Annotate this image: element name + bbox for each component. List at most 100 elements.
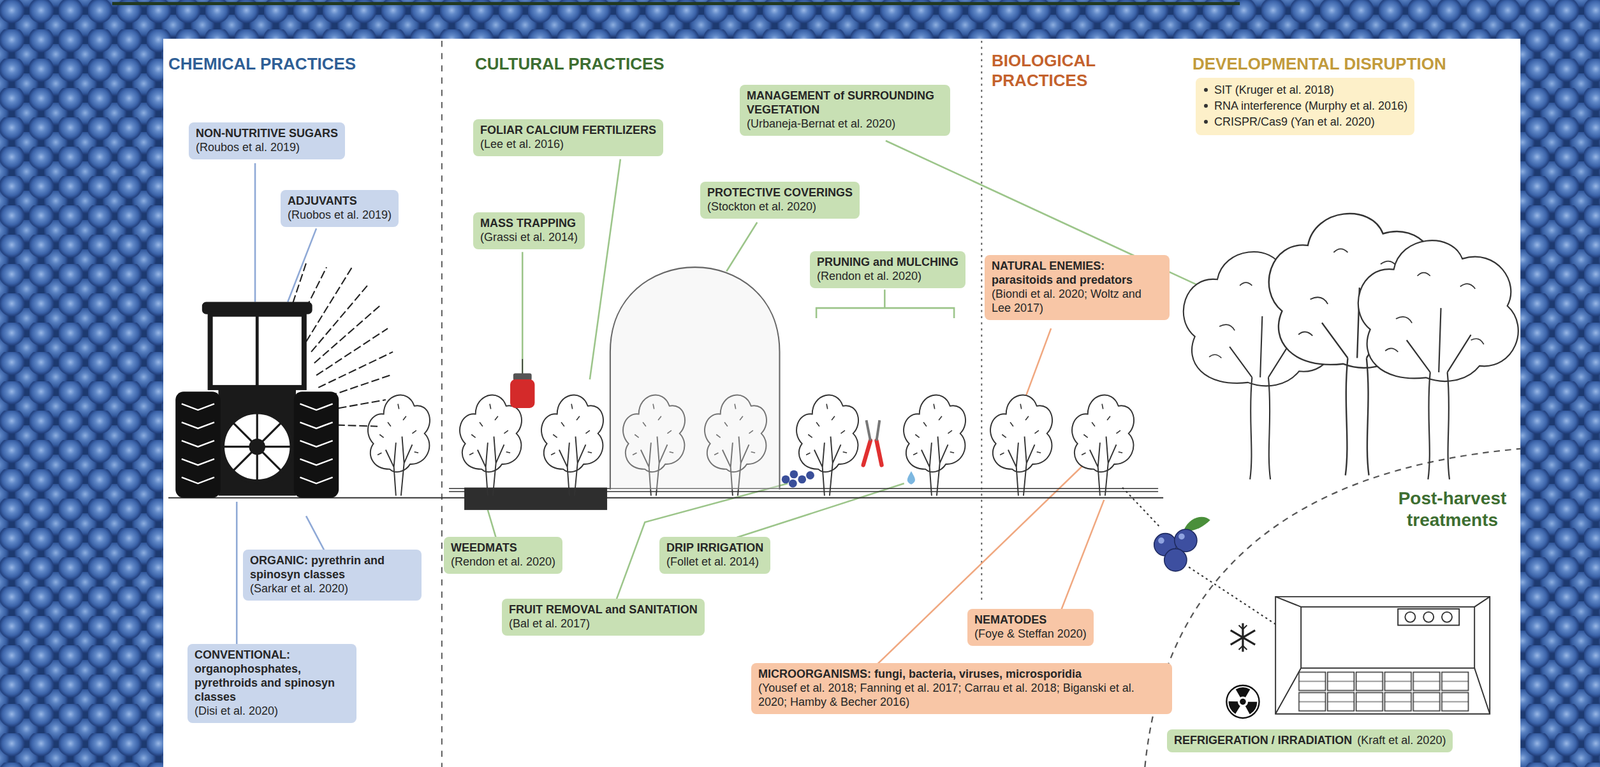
blueberry-bush (990, 395, 1053, 497)
practice-name: MICROORGANISMS: fungi, bacteria, viruses… (758, 667, 1166, 682)
fallen-berries (806, 471, 815, 480)
pruning-shears (863, 440, 882, 465)
sprayer-tractor (181, 403, 333, 484)
practice-name: MASS TRAPPING (480, 216, 578, 231)
list-row: RNA interference (Murphy et al. 2016) (1202, 98, 1408, 115)
cold-storage-room (1300, 607, 1475, 669)
blueberry-bush (1071, 395, 1134, 497)
section-heading: BIOLOGICAL PRACTICES (991, 51, 1120, 91)
citation: (Disi et al. 2020) (194, 704, 350, 719)
citation: (Lee et al. 2016) (480, 137, 657, 152)
bullet-dot (1203, 103, 1208, 108)
practice-name: ADJUVANTS (287, 194, 392, 209)
chemical-practice-box: CONVENTIONAL: organophosphates, pyrethro… (187, 644, 357, 724)
practice-name: REFRIGERATION / IRRADIATION (1174, 733, 1352, 747)
top-rule (112, 1, 1240, 6)
cultural-practice-box: PRUNING and MULCHING(Rendon et al. 2020) (809, 251, 966, 289)
cold-storage-room (1275, 596, 1490, 715)
practice-name: NEMATODES (974, 613, 1087, 628)
pruning-shears (863, 420, 882, 465)
cold-storage-room (1404, 612, 1416, 623)
snowflake-symbol (1230, 623, 1256, 652)
citation: (Foye & Steffan 2020) (974, 627, 1087, 642)
practice-name: MANAGEMENT of SURROUNDING VEGETATION (746, 89, 944, 118)
post-harvest-box: REFRIGERATION / IRRADIATION (Kraft et al.… (1166, 729, 1453, 753)
blueberry-icon (1158, 537, 1165, 544)
cultural-practice-box: MANAGEMENT of SURROUNDING VEGETATION(Urb… (739, 84, 951, 136)
blueberry-icon (1174, 529, 1197, 552)
cultural-practice-box: DRIP IRRIGATION(Follet et al. 2014) (659, 536, 771, 574)
radiation-symbol (1229, 688, 1257, 716)
method-entry: SIT (Kruger et al. 2018) (1214, 83, 1335, 97)
radiation-symbol (1239, 698, 1247, 706)
citation: (Sarkar et al. 2020) (249, 582, 415, 597)
leader-line (877, 328, 1104, 664)
biological-practice-box: NEMATODES(Foye & Steffan 2020) (967, 609, 1094, 646)
harvest-path (1188, 566, 1276, 625)
practice-name: NON-NUTRITIVE SUGARS (195, 126, 338, 141)
practice-name: DRIP IRRIGATION (666, 541, 764, 556)
practice-name: NATURAL ENEMIES: parasitoids and predato… (991, 259, 1163, 288)
practice-name: FRUIT REMOVAL and SANITATION (508, 603, 698, 618)
blueberry-bush (796, 395, 859, 497)
citation: (Stockton et al. 2020) (707, 200, 853, 215)
sprayer-tractor (293, 391, 339, 498)
blueberry-bush (903, 395, 966, 497)
sprayer-tractor (248, 438, 266, 456)
snowflake-symbol (1239, 625, 1248, 650)
harvest-path (1122, 487, 1276, 625)
section-heading: CULTURAL PRACTICES (475, 54, 665, 74)
list-row: SIT (Kruger et al. 2018) (1202, 82, 1408, 99)
weedmat (464, 487, 608, 511)
white-panel (163, 38, 1521, 767)
cold-storage-room (1275, 596, 1490, 715)
sprayer-tractor (222, 411, 293, 482)
cold-storage-room (1441, 612, 1453, 623)
fallen-berries (788, 479, 798, 488)
protective-cover (610, 267, 780, 490)
harvest-path (1122, 487, 1160, 527)
practice-name: CONVENTIONAL: organophosphates, pyrethro… (194, 648, 350, 705)
blueberry-bush (541, 395, 604, 497)
biological-practice-box: NATURAL ENEMIES: parasitoids and predato… (984, 255, 1170, 321)
fallen-berries (789, 469, 798, 479)
blueberry-icon (1154, 517, 1211, 572)
citation: (Roubos et al. 2019) (195, 140, 338, 155)
mass-trap (521, 359, 523, 375)
section-heading: Post-harvest treatments (1390, 487, 1515, 531)
fallen-berries (781, 469, 815, 488)
citation: (Grassi et al. 2014) (480, 230, 578, 245)
practice-name: ORGANIC: pyrethrin and spinosyn classes (249, 554, 415, 583)
chemical-practice-box: ORGANIC: pyrethrin and spinosyn classes(… (242, 549, 422, 601)
section-heading: DEVELOPMENTAL DISRUPTION (1192, 54, 1447, 74)
blueberry-icon (1183, 517, 1211, 532)
citation: (Urbaneja-Bernat et al. 2020) (746, 117, 944, 132)
disruption-list-box: SIT (Kruger et al. 2018)RNA interference… (1195, 77, 1415, 136)
sprayer-tractor (255, 314, 259, 388)
leader-line (236, 140, 1243, 665)
bullet-dot (1203, 88, 1208, 92)
sprayer-tractor (175, 263, 393, 499)
cold-storage-room (1275, 596, 1490, 715)
practice-name: WEEDMATS (450, 541, 556, 556)
blueberry-bush (459, 395, 522, 497)
cultural-practice-box: FOLIAR CALCIUM FERTILIZERS(Lee et al. 20… (473, 119, 664, 157)
citation: (Kraft et al. 2020) (1357, 733, 1446, 747)
section-heading: CHEMICAL PRACTICES (168, 54, 356, 74)
section-divider (1144, 448, 1521, 767)
leader-line (487, 140, 1243, 601)
snowflake-symbol (1230, 623, 1256, 652)
cultural-practice-box: WEEDMATS(Rendon et al. 2020) (443, 536, 563, 574)
list-row: CRISPR/Cas9 (Yan et al. 2020) (1202, 114, 1408, 131)
blueberry-icon (1164, 549, 1187, 572)
cultural-practice-box: FRUIT REMOVAL and SANITATION(Bal et al. … (501, 598, 705, 636)
citation: (Follet et al. 2014) (666, 555, 764, 570)
bullet-dot (1203, 119, 1208, 124)
practice-name: FOLIAR CALCIUM FERTILIZERS (480, 123, 657, 138)
citation: (Bal et al. 2017) (508, 617, 698, 632)
biological-practice-box: MICROORGANISMS: fungi, bacteria, viruses… (751, 663, 1173, 715)
practice-name: PRUNING and MULCHING (816, 255, 959, 270)
mass-trap (510, 379, 535, 409)
section-divider (980, 40, 983, 602)
